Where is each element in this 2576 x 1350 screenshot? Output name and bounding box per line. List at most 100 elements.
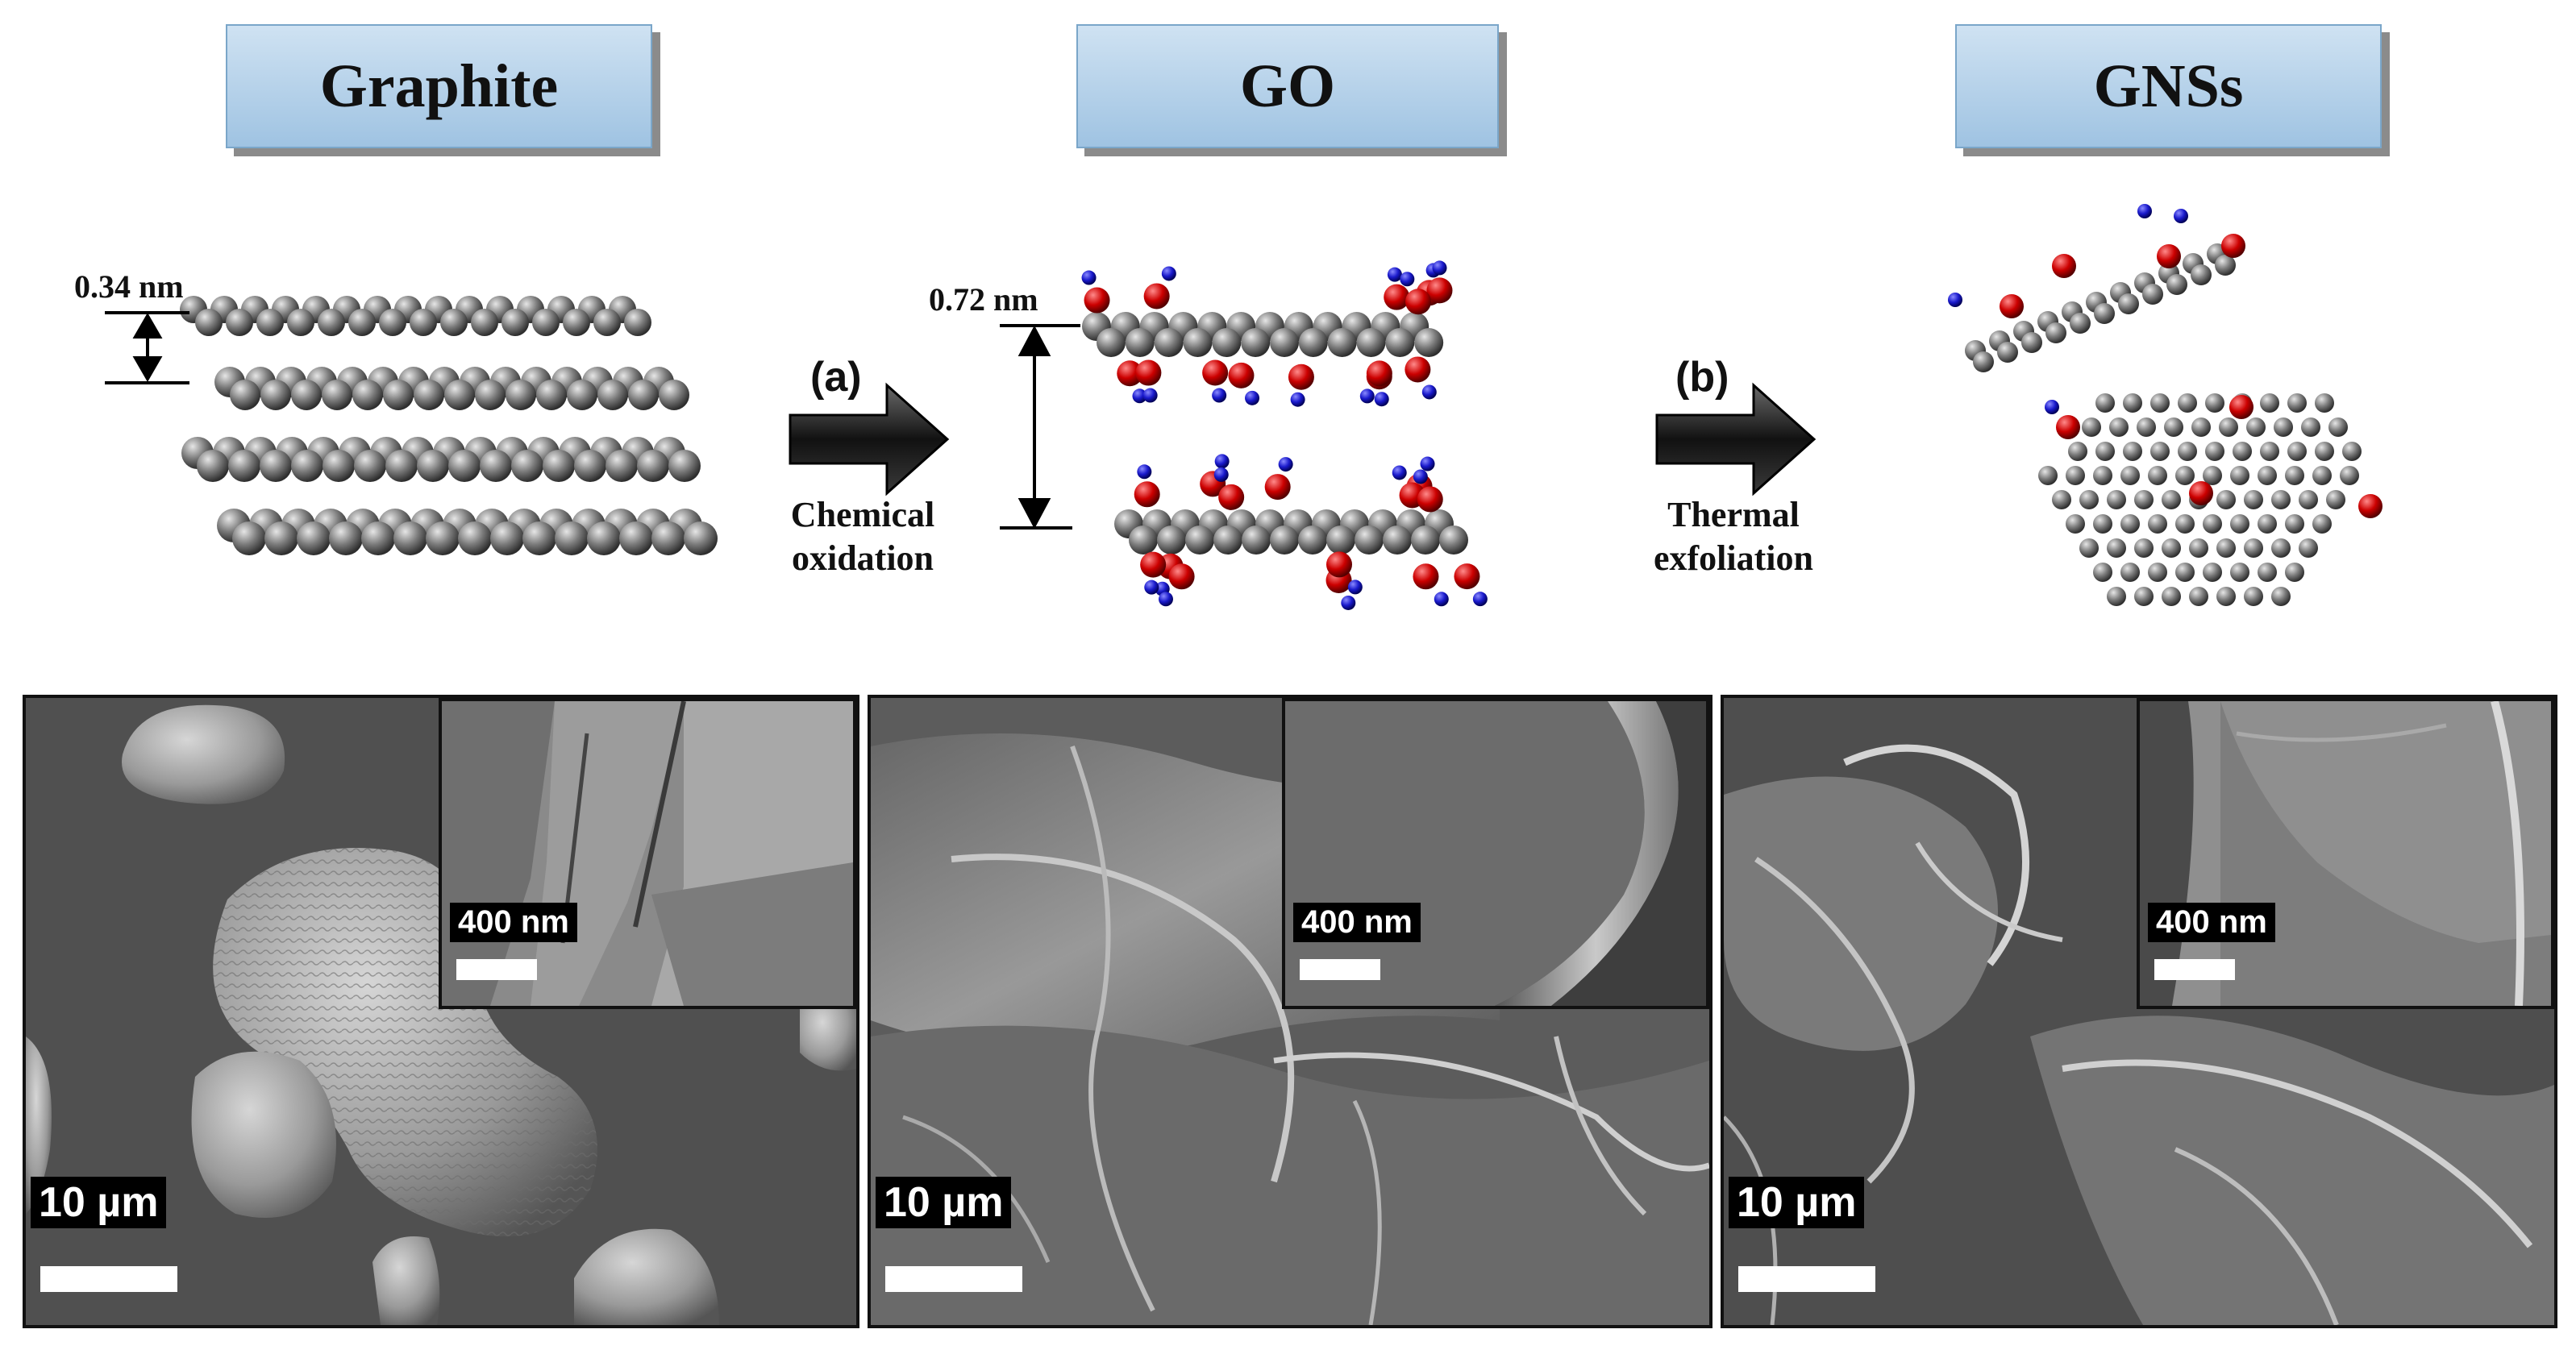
- hydrogen-atom: [1948, 293, 1962, 307]
- carbon-atom: [329, 521, 363, 555]
- oxygen-atom: [1140, 551, 1167, 578]
- carbon-atom: [511, 450, 543, 482]
- carbon-atom: [2066, 514, 2085, 534]
- gnss-sheets: [1948, 204, 2382, 606]
- oxygen-atom: [2056, 415, 2080, 439]
- carbon-atom: [536, 380, 567, 410]
- carbon-atom: [323, 450, 355, 482]
- hydrogen-atom: [2174, 209, 2188, 223]
- oxidation-arrow: [789, 382, 950, 496]
- oxygen-atom: [1384, 284, 1410, 310]
- carbon-atom: [2230, 514, 2249, 534]
- carbon-atom: [2052, 490, 2071, 509]
- carbon-atom: [2164, 417, 2183, 437]
- carbon-atom: [2315, 393, 2334, 413]
- main-scale-label-go: 10 µm: [876, 1177, 1012, 1228]
- hydrogen-atom: [1161, 266, 1176, 281]
- hydrogen-atom: [1142, 388, 1158, 403]
- carbon-atom: [393, 521, 427, 555]
- hydrogen-atom: [1132, 388, 1147, 404]
- carbon-atom: [2148, 514, 2167, 534]
- hydrogen-atom: [1421, 384, 1437, 400]
- carbon-atom: [195, 309, 223, 336]
- carbon-atom: [2066, 466, 2085, 485]
- carbon-atom: [597, 380, 628, 410]
- carbon-atom: [2134, 490, 2154, 509]
- carbon-atom: [1973, 351, 1994, 372]
- carbon-atom: [2082, 417, 2101, 437]
- carbon-atom: [2244, 587, 2263, 606]
- carbon-atom: [2215, 255, 2236, 276]
- main-scale-bar-graphite: [40, 1266, 177, 1292]
- carbon-atom: [2191, 417, 2211, 437]
- inset-scale-bar-gnss: [2154, 959, 2235, 980]
- carbon-atom: [383, 380, 414, 410]
- step-a-line1: Chemical: [790, 495, 935, 534]
- carbon-atom: [2120, 514, 2140, 534]
- carbon-atom: [2107, 490, 2126, 509]
- carbon-atom: [1326, 525, 1355, 555]
- carbon-atom: [2134, 587, 2154, 606]
- step-b-line2: exfoliation: [1654, 538, 1813, 578]
- carbon-atom: [2285, 563, 2304, 582]
- carbon-atom: [354, 450, 386, 482]
- carbon-atom: [1242, 525, 1271, 555]
- carbon-atom: [2340, 466, 2359, 485]
- carbon-atom: [448, 450, 481, 482]
- carbon-atom: [2079, 538, 2099, 558]
- carbon-atom: [501, 309, 529, 336]
- carbon-atom: [2120, 466, 2140, 485]
- carbon-atom: [2175, 563, 2195, 582]
- carbon-atom: [2216, 587, 2236, 606]
- carbon-atom: [1154, 328, 1184, 357]
- carbon-atom: [2285, 514, 2304, 534]
- oxygen-atom: [2189, 481, 2213, 505]
- carbon-atom: [2107, 538, 2126, 558]
- carbon-atom: [2287, 442, 2307, 461]
- oxygen-atom: [2157, 244, 2181, 268]
- carbon-atom: [1439, 525, 1468, 555]
- carbon-atom: [2107, 587, 2126, 606]
- hydrogen-atom: [1245, 390, 1260, 405]
- carbon-atom: [2342, 442, 2362, 461]
- hydrogen-atom: [1392, 465, 1407, 480]
- carbon-atom: [2230, 466, 2249, 485]
- carbon-atom: [2189, 538, 2208, 558]
- carbon-atom: [417, 450, 449, 482]
- step-a-line2: oxidation: [791, 538, 934, 578]
- carbon-atom: [2178, 393, 2197, 413]
- carbon-atom: [637, 450, 669, 482]
- hydrogen-atom: [1432, 260, 1447, 276]
- carbon-atom: [1385, 328, 1415, 357]
- carbon-atom: [1270, 525, 1299, 555]
- carbon-atom: [628, 380, 659, 410]
- carbon-atom: [2123, 393, 2142, 413]
- sem-inset-graphite: 400 nm: [439, 698, 856, 1009]
- carbon-atom: [2162, 587, 2181, 606]
- carbon-atom: [522, 521, 556, 555]
- carbon-atom: [1355, 525, 1384, 555]
- carbon-atom: [2285, 466, 2304, 485]
- carbon-atom: [532, 309, 560, 336]
- oxygen-atom: [1417, 486, 1443, 513]
- inset-scale-bar-graphite: [456, 959, 537, 980]
- carbon-atom: [587, 521, 621, 555]
- carbon-atom: [1241, 328, 1271, 357]
- oxygen-atom: [1326, 551, 1353, 578]
- carbon-atom: [197, 450, 229, 482]
- sem-image-go: [871, 698, 1709, 1325]
- oxygen-atom: [1228, 362, 1255, 388]
- carbon-atom: [2123, 442, 2142, 461]
- carbon-atom: [2166, 274, 2187, 295]
- hydrogen-atom: [1144, 579, 1159, 595]
- carbon-atom: [606, 450, 638, 482]
- carbon-atom: [543, 450, 575, 482]
- hydrogen-atom: [1347, 579, 1363, 595]
- carbon-atom: [2175, 466, 2195, 485]
- main-scale-label-graphite: 10 µm: [31, 1177, 167, 1228]
- carbon-atom: [563, 309, 590, 336]
- carbon-atom: [2148, 563, 2167, 582]
- carbon-atom: [2312, 514, 2332, 534]
- carbon-atom: [619, 521, 653, 555]
- carbon-atom: [2070, 313, 2091, 334]
